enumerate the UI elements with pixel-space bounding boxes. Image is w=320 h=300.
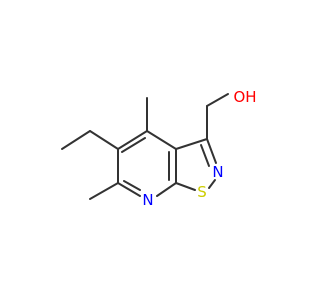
isothiazole-nitrogen-label: N	[212, 163, 223, 181]
bond-s-c7a	[175, 182, 196, 191]
bond-c3-n2	[206, 138, 217, 164]
bond-ethyl-ch3	[61, 130, 91, 150]
bond-c3a-c3	[175, 138, 208, 150]
bond-n-c7a	[156, 182, 177, 197]
molecule-structure: OH N N S	[61, 88, 257, 209]
bond-ch2-o	[206, 93, 229, 107]
molecule-canvas: OH N N S	[61, 88, 257, 209]
bond-c6-n-inner	[123, 180, 141, 191]
sulfur-label: S	[197, 183, 207, 201]
bond-c4-c5-inner	[121, 137, 146, 153]
bond-c3a-c4	[146, 130, 177, 150]
bond-c3-n2-inner	[200, 144, 210, 167]
bond-c6-methyl	[89, 182, 119, 200]
bond-c4-c5	[117, 130, 148, 150]
hydroxyl-label: OH	[233, 88, 256, 106]
pyridine-nitrogen-label: N	[142, 191, 153, 209]
bond-c6-n	[117, 182, 141, 197]
bond-n2-s	[208, 179, 216, 189]
bond-c5-ch2	[89, 130, 119, 150]
bonds	[61, 93, 229, 200]
atom-labels: OH N N S	[142, 88, 256, 209]
